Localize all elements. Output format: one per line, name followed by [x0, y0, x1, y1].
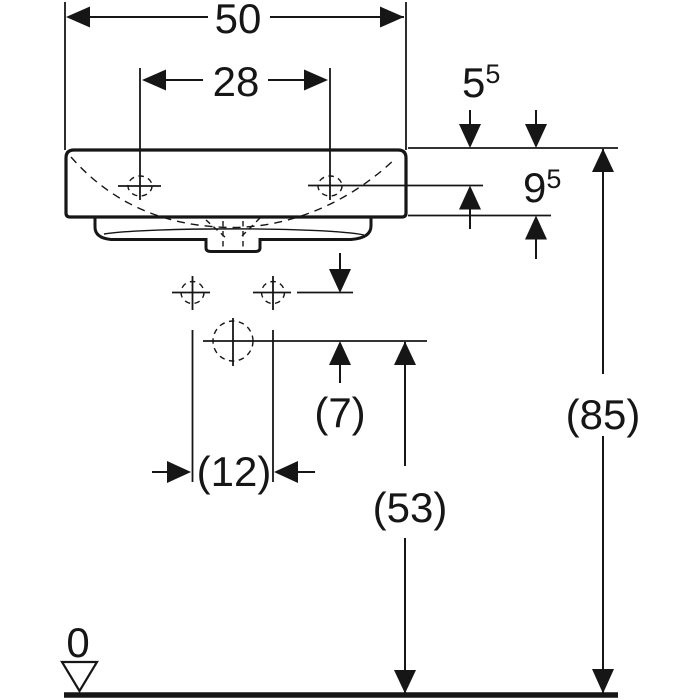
dim-fixing-to-drain-arrow-up — [329, 341, 351, 365]
dim-fixing-spacing-arrow-left — [274, 461, 298, 483]
dim-faucet-spacing-arrow-left — [142, 69, 166, 91]
dim-rim-to-faucet-value: 5 — [462, 59, 485, 106]
dim-rim-to-faucet-sup: 5 — [485, 59, 500, 89]
drain-symbol — [203, 318, 427, 366]
dim-fixing-spacing: (12) — [152, 330, 315, 495]
drain-pipe-dashed — [205, 217, 261, 251]
dim-fixing-to-drain-label: (7) — [314, 389, 365, 436]
dim-floor-to-drain-label: (53) — [373, 484, 448, 531]
fixing-hole-left-symbol — [172, 276, 210, 310]
dim-faucet-spacing-label: 28 — [213, 58, 260, 105]
dim-fixing-spacing-label: (12) — [197, 448, 272, 495]
dim-rim-to-underside-label: 95 — [523, 164, 561, 211]
dim-rim-to-underside-arrow-up — [525, 215, 547, 240]
dim-rim-to-underside-arrow-down — [525, 124, 547, 148]
basin-underside-outline — [93, 217, 373, 253]
floor-datum: 0 — [60, 619, 618, 698]
dim-rim-to-underside: 95 — [523, 110, 561, 259]
dim-fixing-spacing-arrow-right — [167, 461, 191, 483]
dim-fixing-to-drain: (7) — [297, 253, 366, 436]
dim-rim-to-underside-value: 9 — [523, 164, 546, 211]
dim-floor-to-rim-arrow-down — [592, 669, 614, 694]
dim-fixing-to-drain-arrow-down — [329, 269, 351, 293]
dim-floor-to-rim-arrow-up — [592, 148, 614, 172]
dim-floor-to-rim: (85) — [566, 148, 641, 694]
dim-rim-to-faucet-arrow-down — [459, 124, 481, 148]
basin-front-view — [64, 148, 408, 253]
fixing-hole-right-symbol — [253, 276, 291, 310]
dim-floor-to-drain-arrow-up — [394, 341, 416, 365]
dim-overall-width-arrow-left — [66, 6, 90, 28]
dim-rim-to-faucet: 55 — [459, 59, 500, 229]
dim-faucet-spacing-arrow-right — [304, 69, 328, 91]
dim-floor-to-rim-label: (85) — [566, 391, 641, 438]
basin-underside-shading-line — [103, 228, 365, 236]
dim-floor-to-drain-arrow-down — [394, 670, 416, 694]
dim-rim-to-faucet-arrow-up — [459, 185, 481, 210]
basin-body-outline — [64, 148, 408, 219]
bowl-dashed-curve — [70, 156, 397, 229]
dim-overall-width-label: 50 — [215, 0, 262, 42]
dim-rim-to-underside-sup: 5 — [546, 164, 561, 194]
datum-triangle-icon — [60, 660, 99, 694]
dim-floor-to-drain: (53) — [373, 341, 448, 694]
dim-overall-width: 50 — [64, 0, 407, 150]
floor-datum-label: 0 — [66, 619, 89, 666]
dim-rim-to-faucet-label: 55 — [462, 59, 500, 106]
dim-faucet-spacing: 28 — [139, 58, 331, 200]
dim-overall-width-arrow-right — [380, 6, 404, 28]
